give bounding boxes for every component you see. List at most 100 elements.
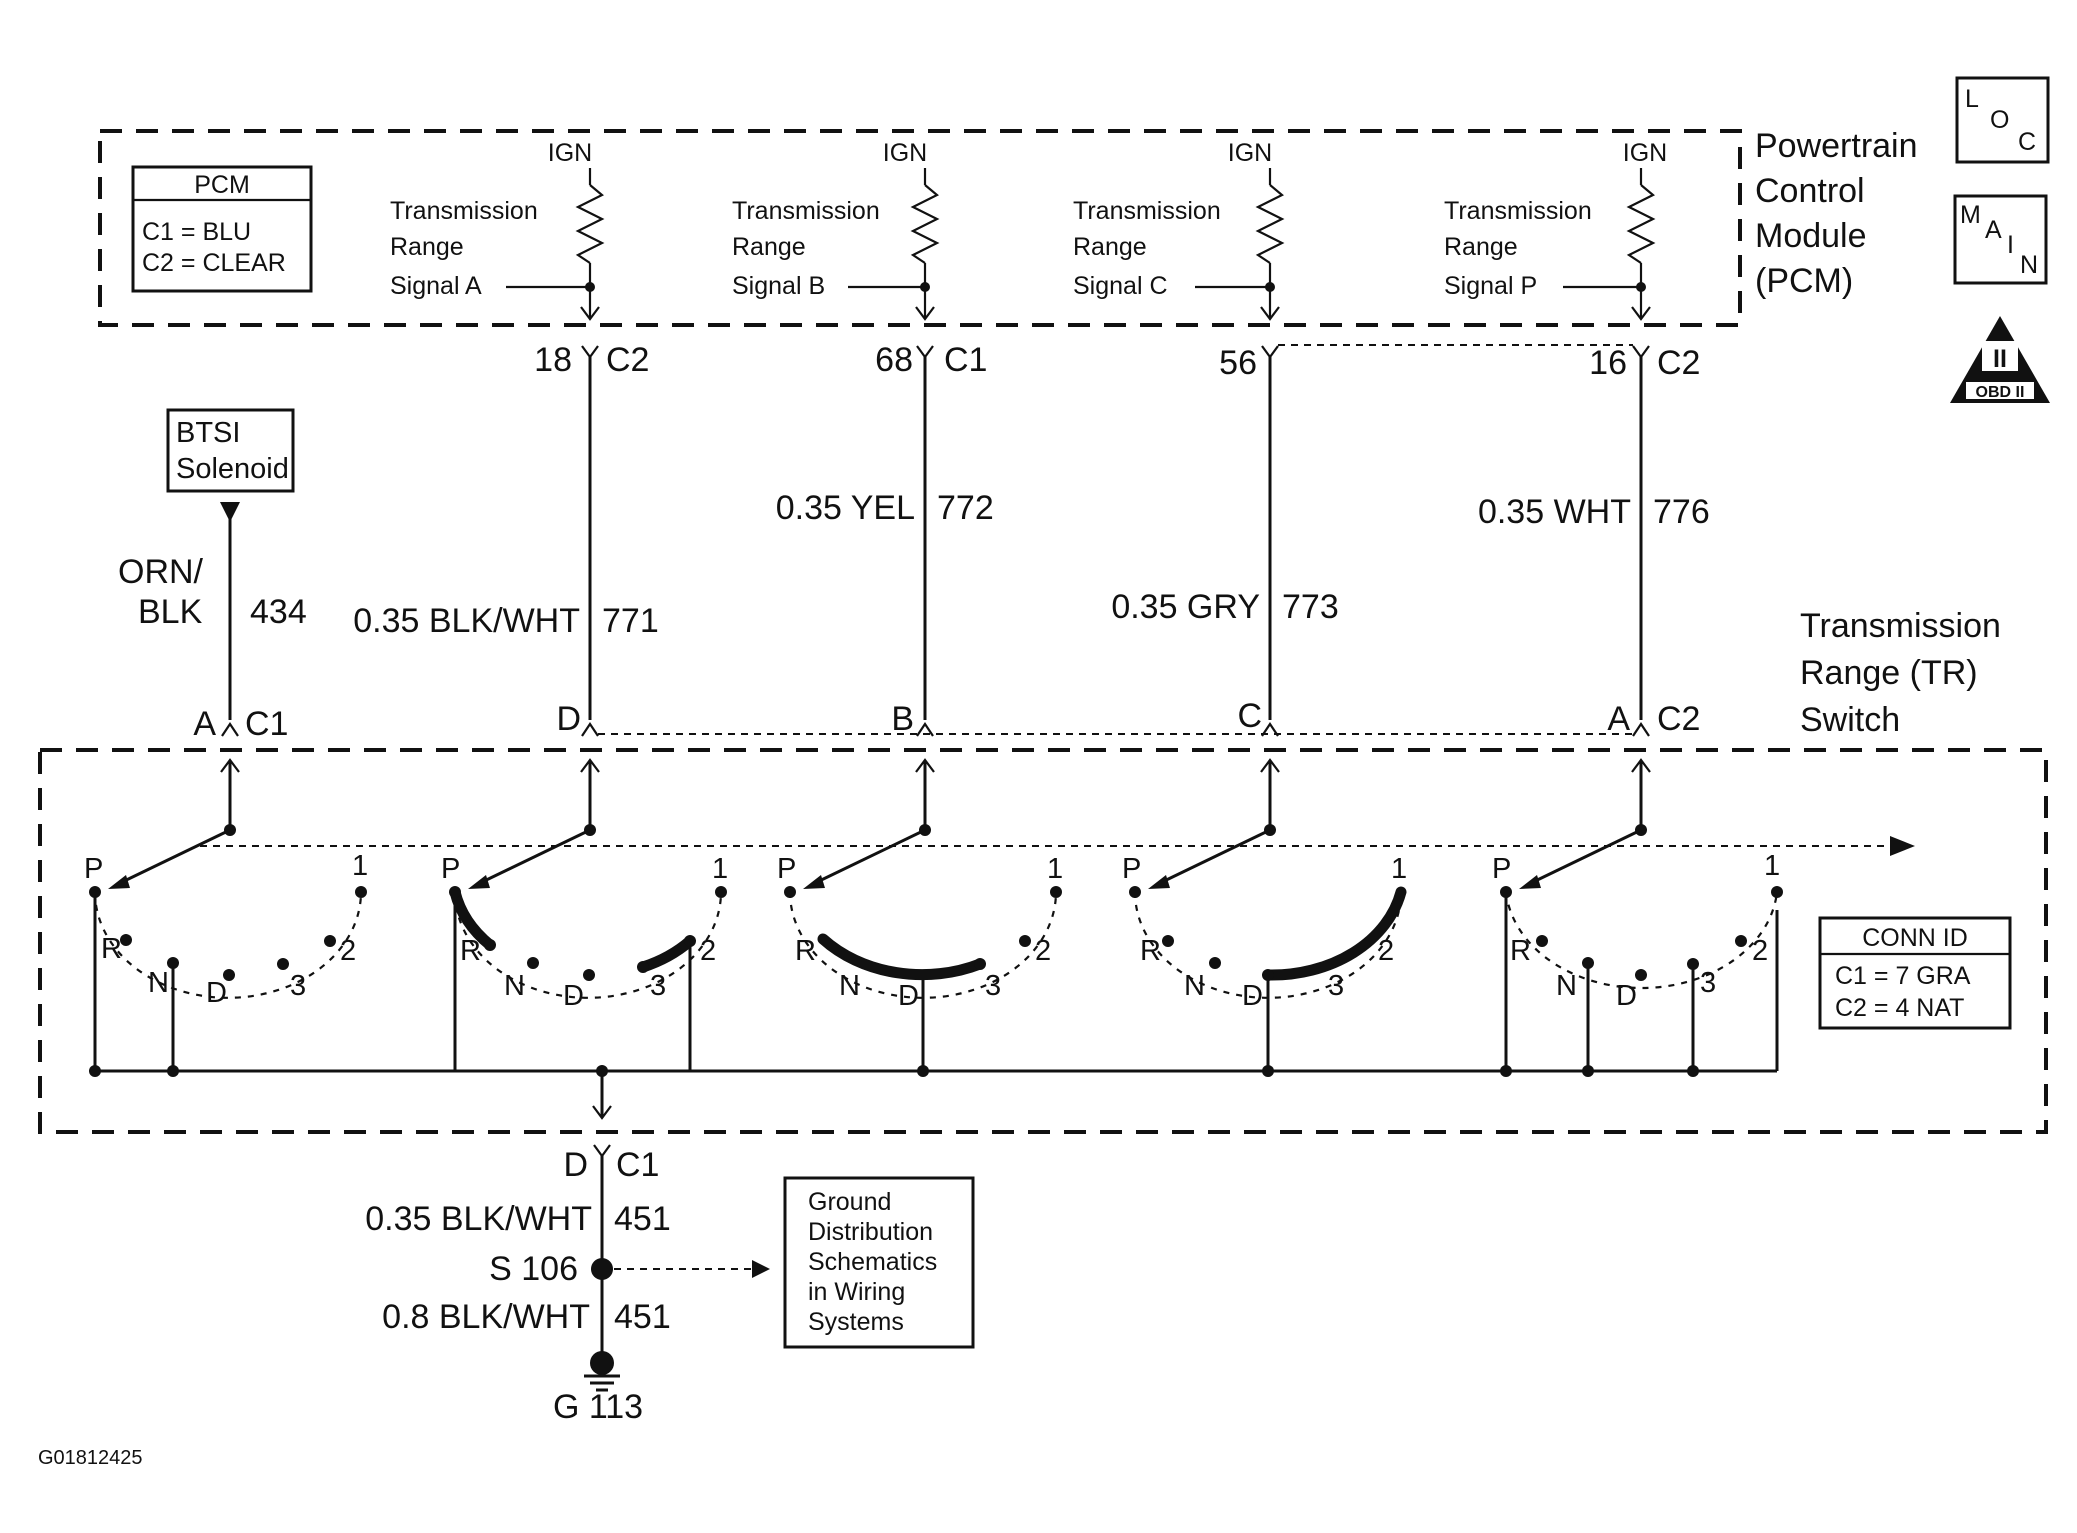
pull-up-resistor-c	[1255, 184, 1285, 264]
pull-up-resistor-b	[910, 184, 940, 264]
b-pos-2: 2	[1035, 935, 1051, 967]
tr-section-signal-b: P R N D 3 2 1	[777, 758, 1063, 1077]
b-pos-r: R	[795, 935, 816, 967]
signal-a-line-3: Signal A	[390, 272, 482, 300]
tr-name-line-2: Range (TR)	[1800, 654, 1978, 692]
wire-772: 0.35 YEL 772	[776, 356, 994, 720]
c-pos-3: 3	[1328, 970, 1344, 1002]
b-pos-3: 3	[985, 970, 1001, 1002]
signal-p-line-1: Transmission	[1444, 197, 1592, 225]
tr-conn-a-c2-conn: C2	[1657, 700, 1700, 738]
a-pos-r: R	[460, 935, 481, 967]
tr-switch-name: Transmission Range (TR) Switch	[1800, 607, 2001, 739]
c-pos-n: N	[1184, 970, 1205, 1002]
tr-conn-a-c1-pin: A	[193, 705, 216, 743]
ground-symbol	[584, 1374, 620, 1392]
signal-b-line-2: Range	[732, 233, 806, 261]
signal-b-line-1: Transmission	[732, 197, 880, 225]
wire-772-label: 0.35 YEL	[776, 489, 915, 527]
a-pos-d: D	[563, 980, 584, 1012]
ign-label-c: IGN	[1228, 139, 1272, 167]
btsi-line-1: BTSI	[176, 417, 240, 449]
p-pos-d: D	[1616, 980, 1637, 1012]
wire-773-circuit: 773	[1282, 588, 1339, 626]
obd-icon-top: II	[1993, 345, 2007, 373]
pcm-pin-16: 16	[1589, 344, 1627, 382]
pcm-input-signal-p: IGN Transmission Range Signal P	[1444, 139, 1667, 321]
splice-s106	[591, 1258, 613, 1280]
tr-conn-a-c1-conn: C1	[245, 705, 288, 743]
p-pos-2: 2	[1752, 935, 1768, 967]
ground-wire1-circuit: 451	[614, 1200, 671, 1238]
tr-name-line-3: Switch	[1800, 701, 1900, 739]
conn-id-legend: CONN ID C1 = 7 GRA C2 = 4 NAT	[1818, 916, 2012, 1030]
pcm-pin-68: 68	[875, 341, 913, 379]
ign-label-a: IGN	[548, 139, 592, 167]
loc-icon-l: L	[1965, 85, 1979, 113]
btsi-pos-n: N	[148, 967, 169, 999]
tr-section-signal-p: P R N D 3 2 1	[1492, 758, 1783, 1077]
signal-p-line-2: Range	[1444, 233, 1518, 261]
main-icon[interactable]: M A I N	[1953, 194, 2048, 285]
btsi-pos-1: 1	[352, 850, 368, 882]
main-icon-a: A	[1985, 216, 2002, 244]
pcm-input-signal-b: IGN Transmission Range Signal B	[732, 139, 940, 321]
pcm-name-line-1: Powertrain	[1755, 127, 1918, 165]
b-pos-p: P	[777, 853, 796, 885]
pcm-legend: PCM C1 = BLU C2 = CLEAR	[131, 165, 313, 293]
pcm-pin-16-conn: C2	[1657, 344, 1700, 382]
tr-switch-connectors: A C1 D B C A C2	[193, 697, 1700, 743]
pcm-pin-18-conn: C2	[606, 341, 649, 379]
pcm-input-signal-c: IGN Transmission Range Signal C	[1073, 139, 1285, 321]
btsi-pos-3: 3	[290, 970, 306, 1002]
tr-conn-a-c2-pin: A	[1607, 700, 1630, 738]
c-pos-2: 2	[1378, 935, 1394, 967]
gnd-ref-line-5: Systems	[808, 1308, 904, 1336]
main-icon-m: M	[1960, 201, 1981, 229]
loc-icon[interactable]: L O C	[1955, 76, 2050, 164]
tr-conn-d-pin: D	[556, 700, 581, 738]
p-pos-n: N	[1556, 970, 1577, 1002]
a-pos-p: P	[441, 853, 460, 885]
ground-distribution-ref[interactable]: Ground Distribution Schematics in Wiring…	[783, 1176, 975, 1349]
gnd-ref-line-2: Distribution	[808, 1218, 933, 1246]
b-pos-1: 1	[1047, 853, 1063, 885]
signal-b-line-3: Signal B	[732, 272, 825, 300]
pcm-input-signal-a: IGN Transmission Range Signal A	[390, 139, 605, 321]
pcm-pins: 18 C2 68 C1 56 16 C2	[534, 341, 1700, 382]
loc-icon-o: O	[1990, 106, 2009, 134]
ground-wire2-circuit: 451	[614, 1298, 671, 1336]
btsi-pos-r: R	[101, 933, 122, 965]
ground-circuit: D C1 0.35 BLK/WHT 451 S 106 0.8 BLK/WHT …	[365, 1065, 770, 1426]
ground-wire1-label: 0.35 BLK/WHT	[365, 1200, 592, 1238]
pcm-legend-c2: C2 = CLEAR	[142, 249, 286, 277]
pcm-legend-title: PCM	[194, 171, 250, 199]
obd-ii-icon[interactable]: II OBD II	[1950, 316, 2050, 403]
tr-section-signal-a: P R N D 3 2 1	[441, 758, 728, 1071]
tr-switch-outline	[38, 748, 2048, 1134]
tr-section-btsi: P R N D 3 2 1	[84, 758, 368, 1077]
tr-section-signal-c: P R N D 3 2 1	[1122, 758, 1407, 1077]
p-pos-r: R	[1510, 935, 1531, 967]
wire-776-circuit: 776	[1653, 493, 1710, 531]
a-pos-n: N	[504, 970, 525, 1002]
signal-p-line-3: Signal P	[1444, 272, 1537, 300]
pull-up-resistor-a	[575, 184, 605, 264]
ground-label: G 113	[553, 1388, 643, 1426]
wire-776-label: 0.35 WHT	[1478, 493, 1631, 531]
btsi-pos-2: 2	[340, 935, 356, 967]
figure-id: G01812425	[38, 1447, 143, 1469]
conn-id-c1: C1 = 7 GRA	[1835, 962, 1971, 990]
btsi-solenoid: BTSI Solenoid ORN/ BLK 434	[118, 408, 307, 720]
pcm-name-line-3: Module	[1755, 217, 1867, 255]
signal-c-line-1: Transmission	[1073, 197, 1221, 225]
pcm-name-line-4: (PCM)	[1755, 262, 1853, 300]
b-pos-n: N	[839, 970, 860, 1002]
signal-a-line-2: Range	[390, 233, 464, 261]
c-pos-r: R	[1140, 935, 1161, 967]
conn-id-title: CONN ID	[1862, 924, 1968, 952]
btsi-wire-line-1: ORN/	[118, 553, 204, 591]
main-icon-n: N	[2020, 251, 2038, 279]
pcm-name: Powertrain Control Module (PCM)	[1755, 127, 1918, 300]
